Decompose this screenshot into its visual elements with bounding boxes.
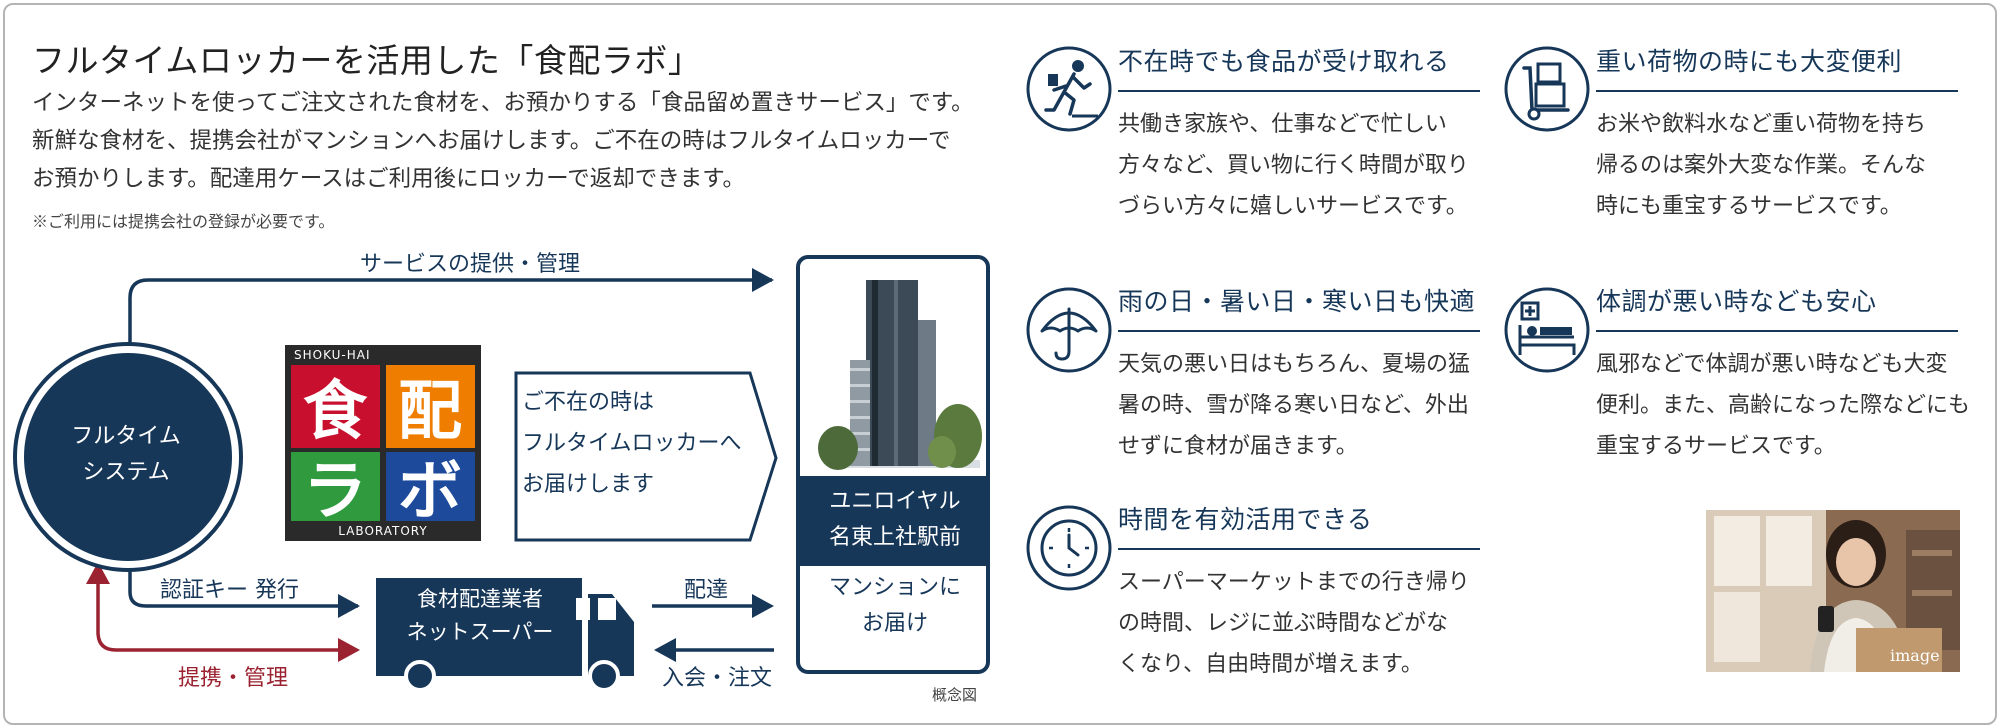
feature-heading: 時間を有効活用できる xyxy=(1118,505,1373,534)
registration-note: ※ご利用には提携会社の登録が必要です。 xyxy=(32,212,335,231)
feature-line: 共働き家族や、仕事などで忙しい xyxy=(1118,112,1447,137)
logo-char-shoku: 食 xyxy=(303,375,367,449)
intro-line: 新鮮な食材を、提携会社がマンションへお届けします。ご不在の時はフルタイムロッカー… xyxy=(32,128,951,154)
system-circle xyxy=(24,353,232,561)
feature-card-5: 時間を有効活用できる スーパーマーケットまでの行き帰り の時間、レジに並ぶ時間な… xyxy=(1118,500,1480,685)
feature-body: 共働き家族や、仕事などで忙しい 方々など、買い物に行く時間が取り づらい方々に嬉… xyxy=(1118,104,1480,227)
building-card xyxy=(796,255,990,674)
service-label: サービスの提供・管理 xyxy=(360,252,581,277)
logo-char-hai: 配 xyxy=(398,375,462,449)
feature-line: 重宝するサービスです。 xyxy=(1596,434,1836,459)
building-delivery-line: お届け xyxy=(861,611,928,636)
feature-line: 天気の悪い日はもちろん、夏場の猛 xyxy=(1118,352,1471,377)
sick-bed-icon xyxy=(1504,287,1590,373)
woman-with-smartphone-photo xyxy=(1706,510,1960,672)
feature-card-2: 重い荷物の時にも大変便利 お米や飲料水など重い荷物を持ち 帰るのは案外大変な作業… xyxy=(1596,42,1958,227)
page-title: フルタイムロッカーを活用した「食配ラボ」 xyxy=(32,41,702,80)
callout-text: ご不在の時は フルタイムロッカーへ お届けします xyxy=(522,382,762,505)
order-arrow-head xyxy=(654,638,676,662)
image-label: image xyxy=(1890,646,1940,665)
feature-line: づらい方々に嬉しいサービスです。 xyxy=(1118,194,1468,219)
running-person-icon xyxy=(1026,46,1112,132)
auth-key-label: 認証キー 発行 xyxy=(160,578,299,603)
truck-label: 食材配達業者 ネットスーパー xyxy=(382,583,578,649)
building-delivery-line: マンションに xyxy=(828,575,961,600)
hand-truck-boxes-icon xyxy=(1504,46,1590,132)
feature-rule xyxy=(1596,90,1958,92)
feature-body: 風邪などで体調が悪い時なども大変 便利。また、高齢になった際などにも 重宝するサ… xyxy=(1596,344,1970,467)
feature-rule xyxy=(1596,330,1958,332)
concept-note: 概念図 xyxy=(932,686,978,704)
feature-line: 方々など、買い物に行く時間が取り xyxy=(1118,153,1469,178)
feature-line: お米や飲料水など重い荷物を持ち xyxy=(1596,112,1927,137)
logo-char-bo: ボ xyxy=(398,455,462,529)
callout-line: ご不在の時は xyxy=(522,390,655,415)
feature-line: 帰るのは案外大変な作業。そんな xyxy=(1596,153,1927,178)
circle-line: システム xyxy=(82,460,170,485)
feature-card-3: 雨の日・暑い日・寒い日も快適 天気の悪い日はもちろん、夏場の猛 暑の時、雪が降る… xyxy=(1118,282,1480,467)
system-circle-label: フルタイム システム xyxy=(18,360,234,550)
auth-arrow-line xyxy=(128,560,358,608)
circle-line: フルタイム xyxy=(71,424,181,449)
feature-body: お米や飲料水など重い荷物を持ち 帰るのは案外大変な作業。そんな 時にも重宝するサ… xyxy=(1596,104,1958,227)
feature-rule xyxy=(1118,90,1480,92)
clock-icon xyxy=(1026,505,1112,591)
feature-line: 暑の時、雪が降る寒い日など、外出 xyxy=(1118,393,1469,418)
logo-bottom-label: LABORATORY xyxy=(338,524,428,538)
building-name-line: 名東上社駅前 xyxy=(828,525,961,550)
building-delivery-label: マンションに お届け xyxy=(800,570,990,642)
feature-heading: 雨の日・暑い日・寒い日も快適 xyxy=(1118,287,1476,316)
feature-line: せずに食材が届きます。 xyxy=(1118,434,1358,459)
logo-bottom-text: LABORATORY xyxy=(294,524,472,538)
feature-body: スーパーマーケットまでの行き帰り の時間、レジに並ぶ時間などがな くなり、自由時… xyxy=(1118,562,1480,685)
service-arrow-head xyxy=(752,268,774,292)
intro-line: お預かりします。配達用ケースはご利用後にロッカーで返却できます。 xyxy=(32,166,746,192)
feature-rule xyxy=(1118,548,1480,550)
auth-arrow-head xyxy=(338,594,360,618)
feature-card-1: 不在時でも食品が受け取れる 共働き家族や、仕事などで忙しい 方々など、買い物に行… xyxy=(1118,42,1480,227)
feature-line: くなり、自由時間が増えます。 xyxy=(1118,652,1423,677)
feature-line: 風邪などで体調が悪い時なども大変 xyxy=(1596,352,1948,377)
truck-line: 食材配達業者 xyxy=(417,587,543,611)
delivery-label: 配達 xyxy=(684,578,729,603)
callout-box xyxy=(514,371,778,542)
building-name: ユニロイヤル 名東上社駅前 xyxy=(800,484,990,556)
feature-heading: 重い荷物の時にも大変便利 xyxy=(1596,47,1903,76)
feature-body: 天気の悪い日はもちろん、夏場の猛 暑の時、雪が降る寒い日など、外出 せずに食材が… xyxy=(1118,344,1480,467)
delivery-truck-icon xyxy=(376,578,634,692)
partner-arrow-head-up xyxy=(86,562,110,584)
truck-line: ネットスーパー xyxy=(406,620,554,644)
feature-line: 時にも重宝するサービスです。 xyxy=(1596,194,1902,219)
callout-line: フルタイムロッカーへ xyxy=(522,431,742,456)
shokuhai-logo xyxy=(285,345,481,541)
partner-arrow-line xyxy=(96,584,348,652)
feature-heading: 不在時でも食品が受け取れる xyxy=(1118,47,1450,76)
feature-line: の時間、レジに並ぶ時間などがな xyxy=(1118,611,1449,636)
delivery-arrow-head xyxy=(752,594,774,618)
feature-line: スーパーマーケットまでの行き帰り xyxy=(1118,570,1470,595)
feature-card-4: 体調が悪い時なども安心 風邪などで体調が悪い時なども大変 便利。また、高齢になっ… xyxy=(1596,282,1970,467)
intro-text: インターネットを使ってご注文された食材を、お預かりする「食品留め置きサービス」で… xyxy=(32,84,1012,198)
building-name-line: ユニロイヤル xyxy=(829,489,961,514)
logo-top-text: SHOKU-HAI xyxy=(294,348,472,362)
logo-top-label: SHOKU-HAI xyxy=(294,348,371,362)
service-arrow-line xyxy=(128,278,772,352)
logo-char-ra: ラ xyxy=(303,455,367,529)
partner-arrow-head-right xyxy=(338,638,360,662)
feature-rule xyxy=(1118,330,1480,332)
partner-label: 提携・管理 xyxy=(178,666,289,691)
umbrella-icon xyxy=(1026,287,1112,373)
callout-line: お届けします xyxy=(522,472,655,497)
feature-heading: 体調が悪い時なども安心 xyxy=(1596,287,1877,316)
order-label: 入会・注文 xyxy=(662,666,773,691)
feature-line: 便利。また、高齢になった際などにも xyxy=(1596,393,1971,418)
intro-line: インターネットを使ってご注文された食材を、お預かりする「食品留め置きサービス」で… xyxy=(32,90,974,116)
